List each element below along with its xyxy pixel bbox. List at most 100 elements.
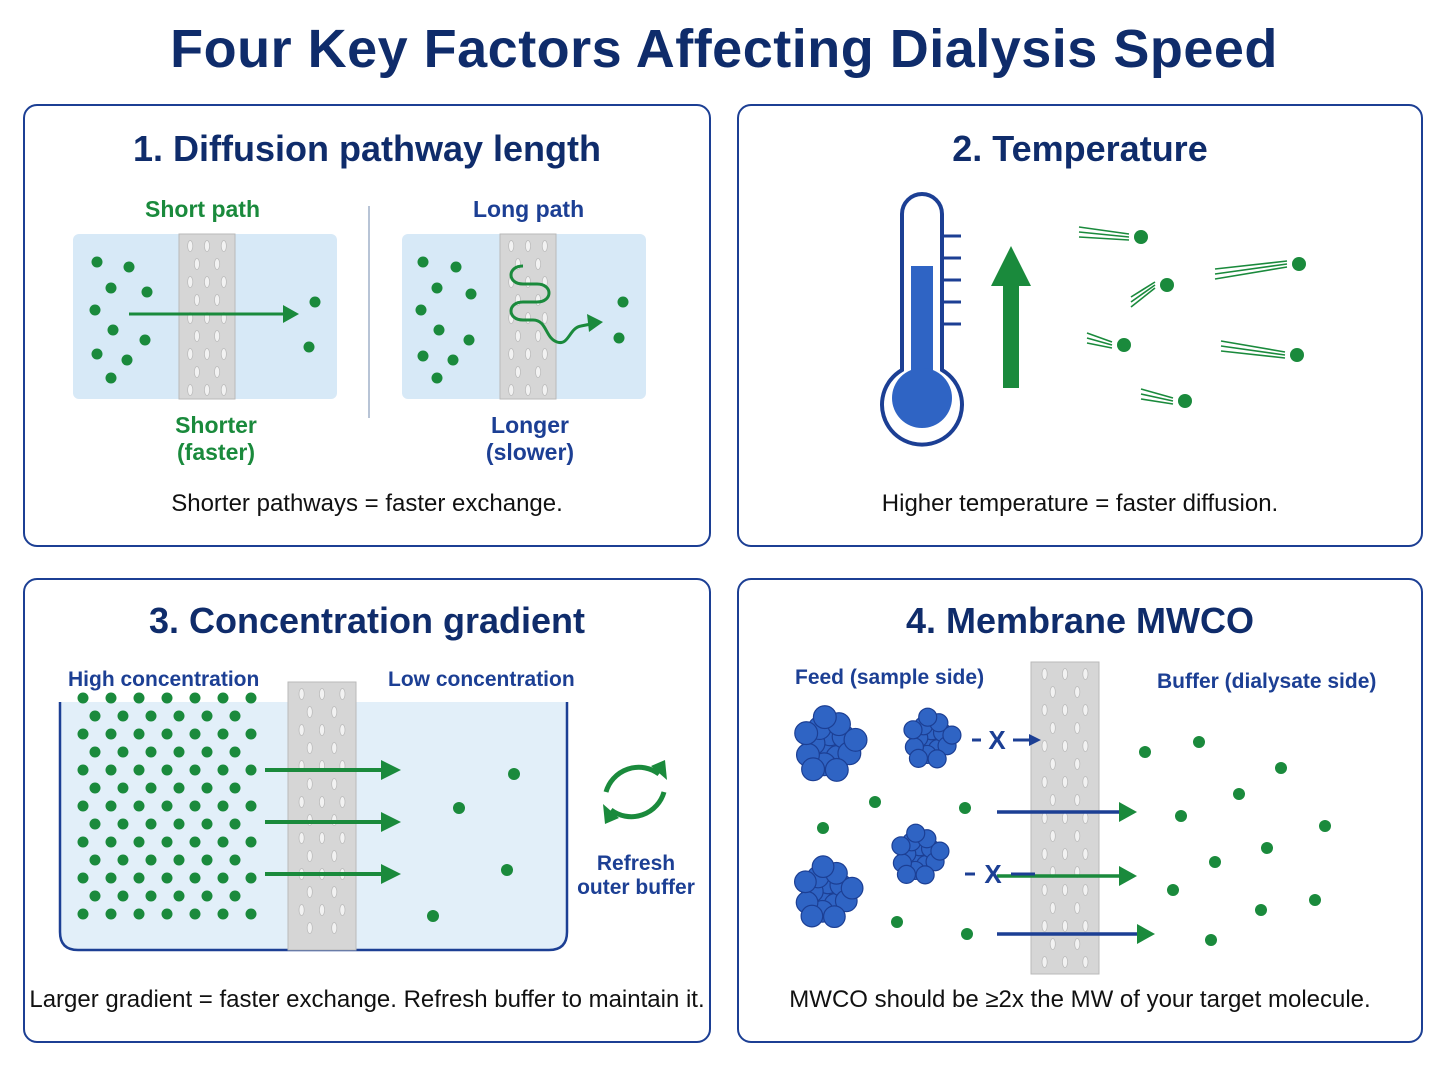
molecule-dot — [145, 818, 157, 830]
molecule-dot — [145, 746, 157, 758]
motion-line — [1214, 263, 1288, 275]
molecule-dot — [117, 818, 129, 830]
molecule-dot — [77, 836, 89, 848]
molecule-dot — [89, 304, 101, 316]
moving-molecules — [1078, 226, 1306, 408]
membrane-pore — [524, 240, 531, 252]
membrane-pore — [306, 706, 313, 718]
molecule-dot — [89, 746, 101, 758]
molecule-dot — [1193, 736, 1205, 748]
molecule-dot — [1209, 856, 1221, 868]
membrane-pore — [203, 348, 210, 360]
long-path-arrow-icon — [587, 314, 603, 332]
molecule-dot — [161, 836, 173, 848]
molecule-dot — [173, 746, 185, 758]
buffer-label: Buffer (dialysate side) — [1157, 670, 1377, 693]
molecule-dot — [189, 728, 201, 740]
membrane-pore — [1061, 848, 1068, 860]
refresh-buffer-label: Refresh outer buffer — [577, 852, 695, 900]
motion-line — [1086, 342, 1113, 349]
membrane-pore — [331, 778, 338, 790]
membrane-pore — [541, 348, 548, 360]
caption-temperature: Higher temperature = faster diffusion. — [881, 490, 1279, 517]
motion-line — [1214, 266, 1288, 280]
membrane-pore — [1061, 920, 1068, 932]
protein-cluster-icon — [903, 707, 962, 769]
membrane-pore — [1049, 830, 1056, 842]
motion-line — [1086, 332, 1113, 343]
refresh-cycle-icon — [603, 760, 667, 824]
membrane-pore — [187, 384, 194, 396]
feed-label: Feed (sample side) — [795, 666, 985, 689]
motion-line — [1220, 340, 1286, 353]
blocked-mark-1: X — [988, 725, 1006, 755]
fast-molecule — [1178, 394, 1192, 408]
molecule-dot — [117, 746, 129, 758]
molecule-dot — [161, 872, 173, 884]
molecule-dot — [229, 710, 241, 722]
caption-mwco: MWCO should be ≥2x the MW of your target… — [789, 986, 1371, 1013]
molecule-dot — [245, 764, 257, 776]
molecule-dot — [201, 854, 213, 866]
mwco-figure: X X — [793, 661, 1331, 975]
blocked-arrow-icon: X — [972, 725, 1041, 755]
short-result-line1: Shorter — [175, 412, 257, 438]
molecule-dot — [229, 818, 241, 830]
membrane-pore — [508, 240, 515, 252]
membrane-pore — [220, 384, 227, 396]
membrane-pore — [339, 724, 346, 736]
fast-molecule — [1117, 338, 1131, 352]
molecule-dot — [245, 836, 257, 848]
molecule-dot — [141, 286, 153, 298]
membrane-pore — [298, 688, 305, 700]
molecule-dot — [161, 908, 173, 920]
gradient-arrows — [265, 760, 401, 884]
temperature-figure — [880, 192, 1306, 447]
membrane-pore — [508, 384, 515, 396]
molecule-dot — [89, 782, 101, 794]
membrane-pore — [298, 832, 305, 844]
fast-molecule — [1134, 230, 1148, 244]
molecule-dot — [433, 324, 445, 336]
molecule-dot — [133, 908, 145, 920]
membrane-pore — [535, 294, 542, 306]
membrane-pore — [1082, 704, 1089, 716]
membrane-pore — [1082, 884, 1089, 896]
membrane-pore — [203, 276, 210, 288]
blocked-mark-2: X — [984, 859, 1002, 889]
molecule-dot — [201, 746, 213, 758]
long-path-molecules — [415, 256, 629, 384]
membrane-pore — [1061, 740, 1068, 752]
molecule-dot — [217, 836, 229, 848]
molecule-dot — [447, 354, 459, 366]
caption-gradient: Larger gradient = faster exchange. Refre… — [29, 986, 705, 1013]
membrane-pore — [193, 258, 200, 270]
molecule-dot — [77, 800, 89, 812]
molecule-dot — [189, 908, 201, 920]
short-path-membrane — [178, 233, 236, 400]
membrane-pore — [318, 832, 325, 844]
molecule-dot — [161, 692, 173, 704]
motion-line — [1140, 388, 1174, 399]
membrane-pore — [1074, 938, 1081, 950]
motion-line — [1220, 350, 1286, 359]
membrane-pore — [318, 688, 325, 700]
molecule-dot — [173, 710, 185, 722]
molecule-dot — [77, 692, 89, 704]
molecule-dot — [105, 836, 117, 848]
molecule-dot — [133, 692, 145, 704]
protein-cluster-icon — [794, 705, 868, 782]
molecule-dot — [145, 890, 157, 902]
long-result-label: Longer (slower) — [470, 412, 590, 466]
molecule-dot — [77, 764, 89, 776]
membrane-pore — [318, 724, 325, 736]
membrane-pore — [214, 366, 221, 378]
membrane-pore — [524, 348, 531, 360]
mwco-pass-arrows — [997, 802, 1155, 944]
molecule-dot — [189, 872, 201, 884]
gradient-arrow-head — [381, 812, 401, 832]
molecule-dot — [173, 890, 185, 902]
membrane-pore — [306, 886, 313, 898]
molecule-dot — [105, 282, 117, 294]
up-arrow-icon — [991, 246, 1031, 388]
